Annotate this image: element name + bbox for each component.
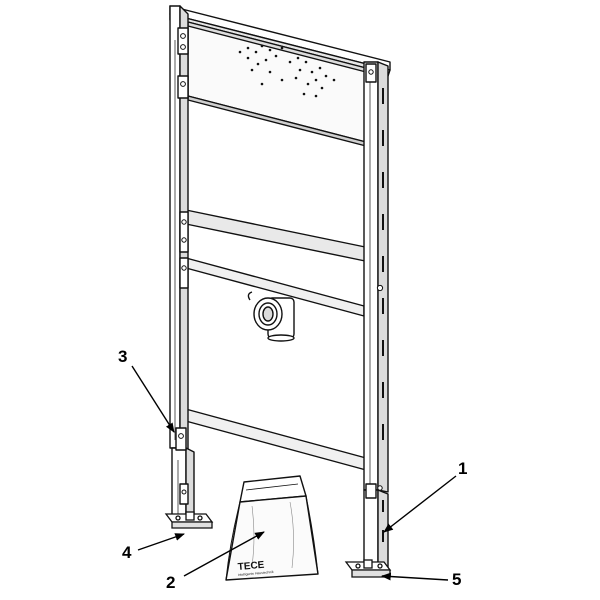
bag-tagline: intelligente Haustechnik [238, 570, 274, 577]
leader-1 [383, 475, 457, 533]
leader-5 [381, 572, 449, 581]
callout-5: 5 [452, 570, 461, 589]
cross-bar-lower [181, 407, 367, 471]
callout-2: 2 [166, 573, 175, 592]
cross-plate-upper [185, 209, 371, 263]
callout-4: 4 [122, 543, 132, 562]
callout-leaders [131, 365, 457, 581]
right-foot-plate [344, 559, 392, 578]
upper-mounting-plate [187, 21, 367, 147]
callout-1: 1 [458, 459, 467, 478]
mounting-frame [169, 5, 391, 569]
right-telescopic-leg [363, 489, 389, 569]
adjustment-slots [382, 88, 384, 542]
waste-pipe-connector [247, 291, 295, 342]
right-upright [363, 61, 389, 493]
leader-3 [131, 365, 175, 433]
accessory-bag [225, 475, 319, 581]
mounting-hole-pattern [238, 44, 336, 98]
leader-4 [137, 533, 185, 551]
left-foot-plate [164, 511, 214, 529]
leader-2 [183, 531, 265, 577]
bag-brand-logo: TECE [237, 560, 265, 573]
callout-3: 3 [118, 347, 127, 366]
bracket-screws [178, 33, 384, 495]
